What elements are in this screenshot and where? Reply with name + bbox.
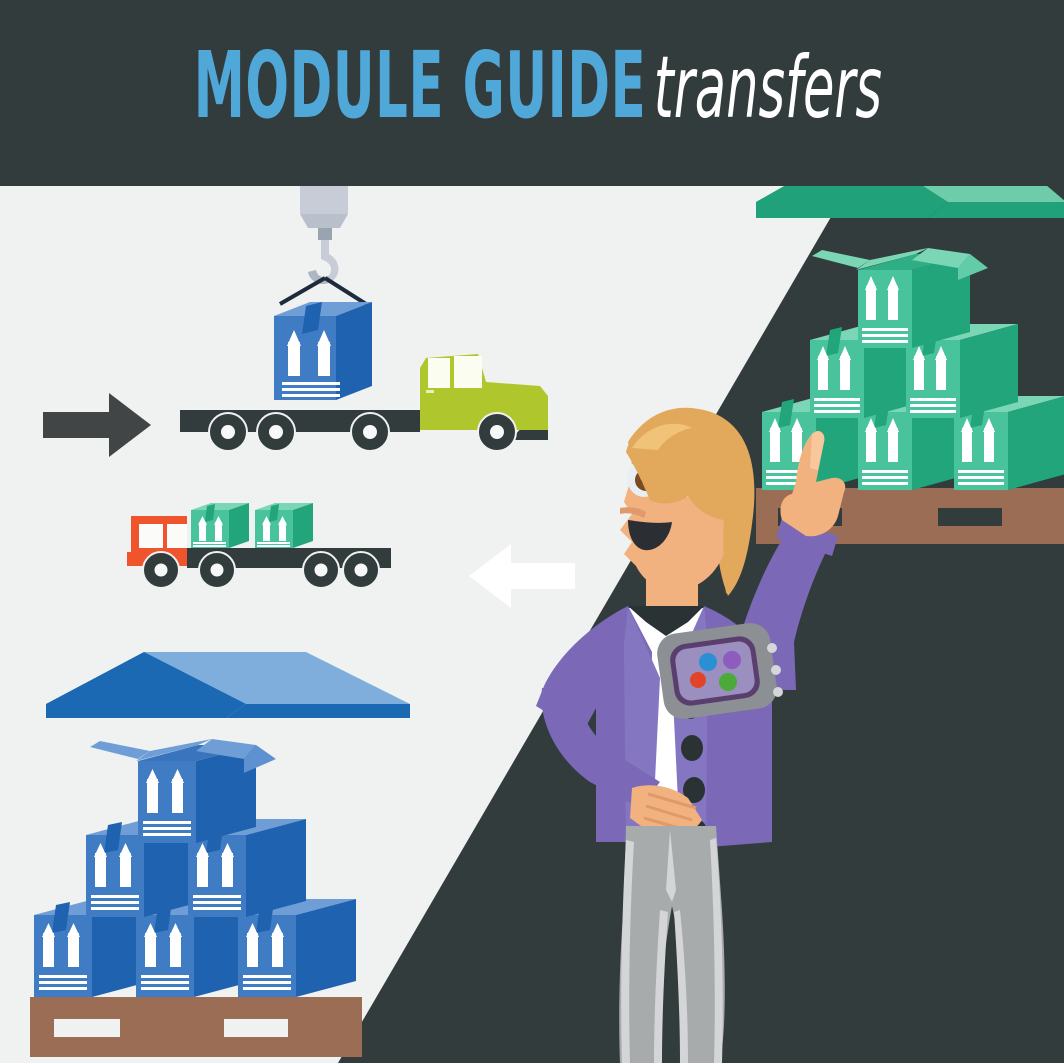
outbound-arrow-icon: [43, 393, 151, 457]
green-cargo-box-1: [191, 503, 249, 548]
crane-hook-icon: [300, 182, 348, 285]
transfer-arrow-icon: [469, 544, 575, 608]
inbound-delivery-scene: [127, 503, 391, 589]
green-truck: [420, 354, 548, 430]
outbound-loading-scene: [180, 182, 548, 452]
pallet-blue: [30, 997, 362, 1057]
red-truck-wheels: [142, 551, 380, 589]
page-subtitle: transfers: [653, 38, 882, 138]
red-truck: [127, 516, 187, 566]
header-band: [0, 0, 1064, 186]
green-box-top-open: [812, 248, 988, 348]
warehouse-worker: [536, 407, 846, 1063]
page-title: MODULE GUIDE: [193, 32, 647, 139]
lifted-blue-box: [274, 302, 372, 400]
worker-hair-front: [626, 407, 750, 594]
blue-box-bottom-right: [238, 899, 356, 997]
worker-holding-arm: [541, 688, 702, 838]
worker-mouth: [628, 520, 672, 551]
blue-box-top-open: [90, 739, 276, 843]
pointing-hand-icon: [780, 431, 846, 537]
blue-canopy-roof: [46, 652, 410, 718]
handheld-scanner: [657, 623, 783, 719]
trailer-wheels: [208, 412, 517, 452]
banner-title: MODULE GUIDE transfers: [55, 40, 941, 132]
green-cargo-box-2: [255, 503, 313, 548]
blue-stock-pallet: [30, 739, 362, 1057]
worker-pants: [619, 826, 725, 1063]
